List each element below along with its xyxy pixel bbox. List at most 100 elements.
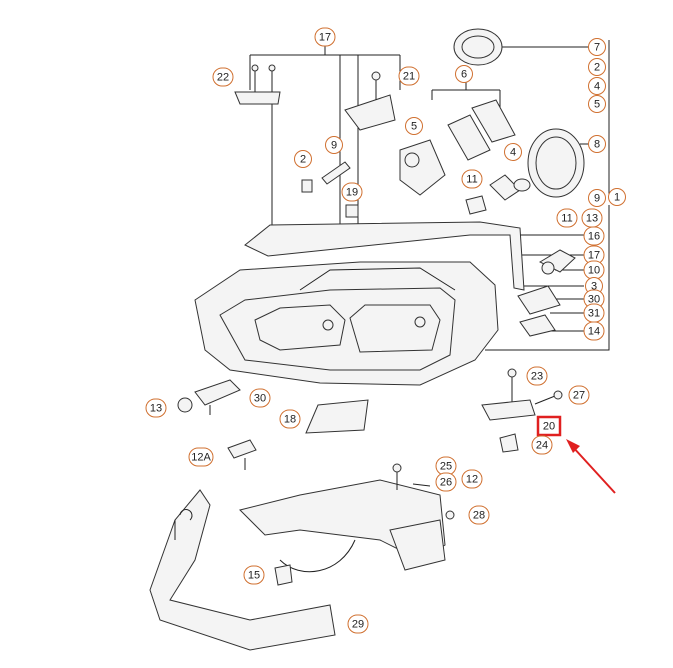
callout-20[interactable]: 20 (536, 415, 562, 437)
part-module-31 (517, 285, 561, 337)
callout-text: 16 (588, 231, 600, 243)
callout-23[interactable]: 23 (526, 366, 548, 386)
callout-text: 27 (573, 390, 585, 402)
callout-5[interactable]: 5 (405, 117, 423, 135)
callout-31[interactable]: 31 (583, 303, 605, 323)
bracket-6 (431, 80, 501, 120)
callout-text: 4 (594, 81, 600, 93)
callout-text: 28 (473, 510, 485, 522)
callout-text: 19 (346, 187, 358, 199)
callout-text: 10 (588, 265, 600, 277)
callout-text: 2 (594, 62, 600, 74)
callout-21[interactable]: 21 (398, 66, 420, 86)
callout-text: 22 (217, 72, 229, 84)
callout-text: 13 (586, 213, 598, 225)
part-cap-7 (453, 28, 503, 66)
callout-text: 12 (466, 474, 478, 486)
callout-5[interactable]: 5 (588, 95, 606, 113)
callout-text: 17 (319, 32, 331, 44)
callout-7[interactable]: 7 (588, 38, 606, 56)
callout-text: 9 (594, 193, 600, 205)
callout-text: 1 (614, 192, 620, 204)
callout-text: 2 (300, 154, 306, 166)
callout-10[interactable]: 10 (583, 260, 605, 280)
part-adjuster-12a (227, 439, 257, 470)
callout-11[interactable]: 11 (461, 169, 483, 189)
callout-24[interactable]: 24 (531, 435, 553, 455)
callout-26[interactable]: 26 (435, 472, 457, 492)
callout-28[interactable]: 28 (468, 505, 490, 525)
callout-text: 4 (510, 147, 516, 159)
callout-1[interactable]: 1 (608, 188, 626, 206)
part-bracket-20 (481, 368, 563, 453)
part-cover-18 (305, 399, 369, 434)
callout-25[interactable]: 25 (435, 456, 457, 476)
callout-6[interactable]: 6 (455, 65, 473, 83)
callout-text: 17 (588, 250, 600, 262)
callout-16[interactable]: 16 (583, 226, 605, 246)
callout-18[interactable]: 18 (279, 409, 301, 429)
callout-text: 11 (561, 213, 572, 225)
lower-mounting-frame (149, 463, 455, 651)
callout-text: 6 (461, 69, 467, 81)
callout-text: 9 (331, 140, 337, 152)
callout-text: 3 (591, 281, 597, 293)
callout-text: 15 (248, 570, 260, 582)
callout-text: 18 (284, 414, 296, 426)
callout-9[interactable]: 9 (325, 136, 343, 154)
callout-text: 26 (440, 477, 452, 489)
callout-text: 7 (594, 42, 600, 54)
callout-8[interactable]: 8 (588, 135, 606, 153)
callout-text: 5 (411, 121, 417, 133)
callout-text: 23 (531, 371, 543, 383)
callout-text: 13 (150, 403, 162, 415)
highlight-arrow (566, 439, 616, 494)
callout-29[interactable]: 29 (347, 614, 369, 634)
callout-4[interactable]: 4 (588, 77, 606, 95)
callout-text: 30 (254, 393, 266, 405)
part-bracket-21 (344, 71, 396, 131)
callout-text: 24 (536, 440, 548, 452)
highlight-box (536, 415, 562, 437)
callout-17[interactable]: 17 (314, 27, 336, 47)
callout-text: 11 (466, 174, 477, 186)
callout-2[interactable]: 2 (294, 150, 312, 168)
part-socket-10 (538, 249, 576, 275)
callout-2[interactable]: 2 (588, 58, 606, 76)
callout-text: 30 (588, 294, 600, 306)
part-clip-11 (465, 195, 487, 215)
callout-27[interactable]: 27 (568, 385, 590, 405)
part-bulb-4 (489, 174, 531, 201)
part-cover-8 (527, 128, 585, 198)
callout-text: 25 (440, 461, 452, 473)
callout-14[interactable]: 14 (583, 321, 605, 341)
part-gasket-6 (447, 99, 516, 161)
callout-text: 12A (191, 452, 211, 464)
callout-text: 29 (352, 619, 364, 631)
callout-22[interactable]: 22 (212, 67, 234, 87)
callout-text: 14 (588, 326, 600, 338)
callout-19[interactable]: 19 (341, 182, 363, 202)
callout-text: 21 (403, 71, 415, 83)
part-adjuster-30 (177, 379, 241, 415)
callout-text: 20 (543, 421, 555, 433)
callout-4[interactable]: 4 (504, 143, 522, 161)
callout-11[interactable]: 11 (556, 208, 578, 228)
headlight-housing (194, 261, 499, 386)
callout-text: 31 (588, 308, 600, 320)
callout-12[interactable]: 12 (461, 469, 483, 489)
callout-text: 8 (594, 139, 600, 151)
part-trim-16 (244, 221, 525, 291)
part-bracket-22 (234, 64, 281, 105)
callout-13[interactable]: 13 (145, 398, 167, 418)
callout-15[interactable]: 15 (243, 565, 265, 585)
callout-12A[interactable]: 12A (188, 447, 214, 467)
callout-30[interactable]: 30 (249, 388, 271, 408)
callout-text: 5 (594, 99, 600, 111)
callout-13[interactable]: 13 (581, 208, 603, 228)
callout-17[interactable]: 17 (583, 245, 605, 265)
callout-9[interactable]: 9 (588, 189, 606, 207)
